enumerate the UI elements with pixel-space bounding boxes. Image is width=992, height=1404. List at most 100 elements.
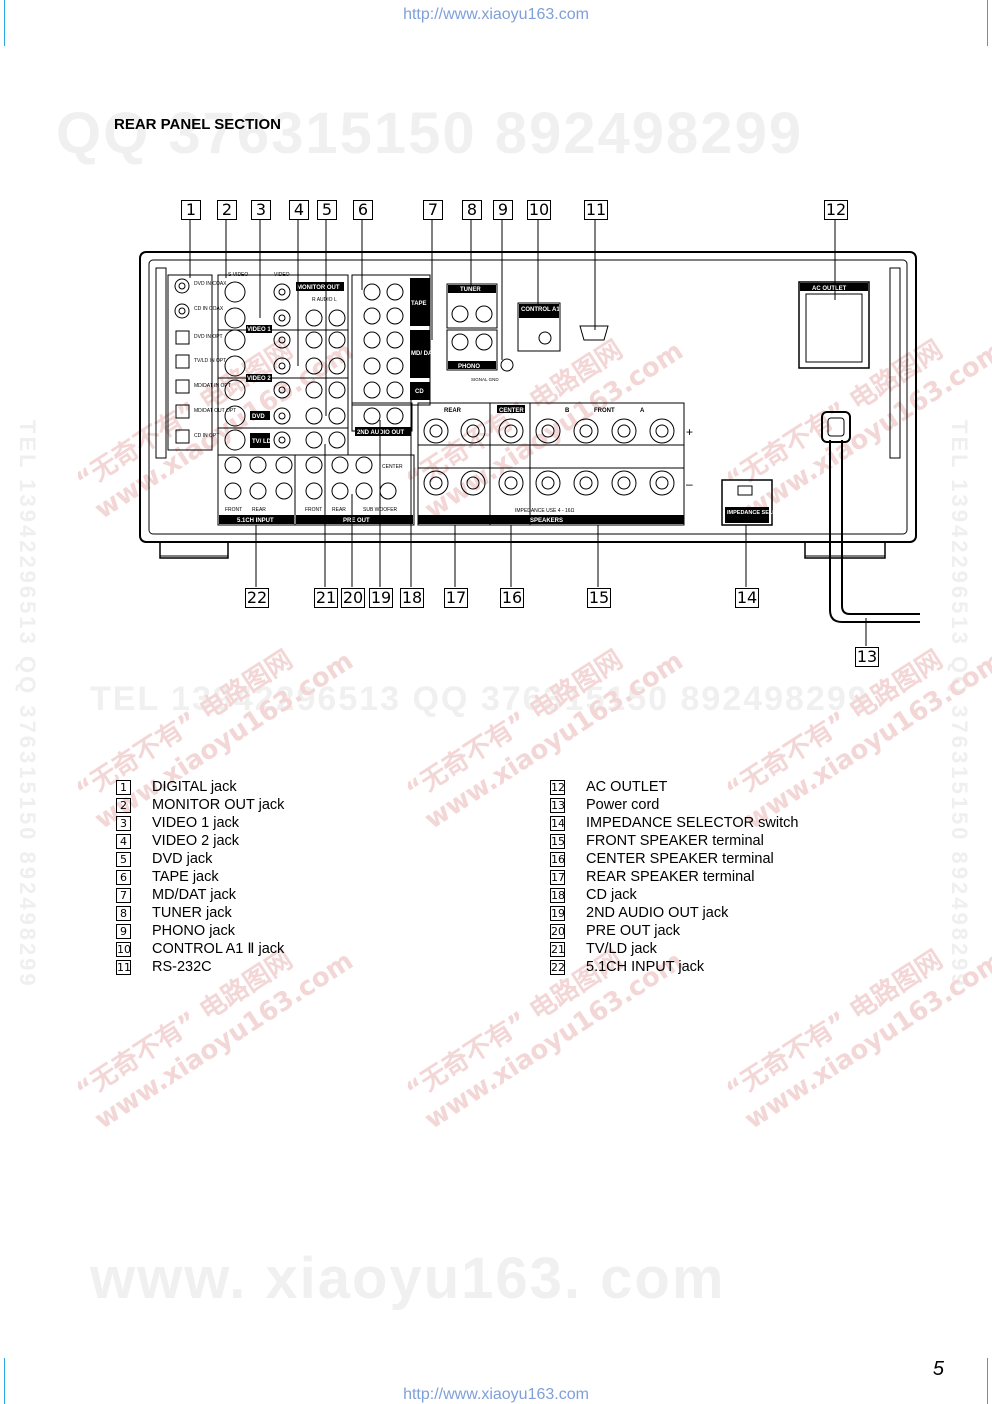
label-impedance-use: IMPEDANCE USE 4 - 16Ω xyxy=(515,508,575,514)
label-dvd-in-coax: DVD IN COAX xyxy=(194,281,227,287)
callout-7: 7 xyxy=(423,200,443,220)
crop-mark xyxy=(987,0,988,46)
label-center-out: CENTER xyxy=(382,464,403,470)
tuner-phono-jacks xyxy=(446,283,514,372)
crop-mark xyxy=(4,0,5,46)
callout-17: 17 xyxy=(444,588,468,608)
label-minus: – xyxy=(686,477,693,491)
label-rear-out: REAR xyxy=(332,507,346,513)
callout-12: 12 xyxy=(824,200,848,220)
label-pre-out: PRE OUT xyxy=(343,518,370,524)
label-cd-in-coax: CD IN COAX xyxy=(194,306,224,312)
watermark-side-right: TEL 13942296513 QQ 376315150 892498299 xyxy=(947,420,972,989)
rear-panel-diagram: DVD IN COAX CD IN COAX DVD IN OPT TV/LD … xyxy=(139,219,920,646)
callout-16: 16 xyxy=(500,588,524,608)
callout-2: 2 xyxy=(217,200,237,220)
label-plus: + xyxy=(686,425,693,439)
label-impedance-selector: IMPEDANCE SELECTOR xyxy=(727,510,791,516)
callout-13: 13 xyxy=(855,647,879,667)
label-video2: VIDEO 2 xyxy=(247,376,271,382)
power-cord xyxy=(821,411,920,623)
tape-md-cd-jacks xyxy=(351,274,431,432)
video-jacks xyxy=(217,274,349,456)
label-2nd-audio-out: 2ND AUDIO OUT xyxy=(357,430,404,436)
callout-21: 21 xyxy=(314,588,338,608)
leader-lines xyxy=(189,219,867,646)
watermark-top: QQ 376315150 892498299 xyxy=(56,101,804,166)
callout-8: 8 xyxy=(462,200,482,220)
callout-22: 22 xyxy=(245,588,269,608)
label-cd-in-opt: CD IN OPT xyxy=(194,433,219,439)
label-mddat-out-opt: MD/DAT OUT OPT xyxy=(194,408,236,414)
label-speakers: SPEAKERS xyxy=(530,518,563,524)
label-audio: R AUDIO L xyxy=(312,297,337,303)
callout-15: 15 xyxy=(587,588,611,608)
callout-6: 6 xyxy=(353,200,373,220)
ac-outlet xyxy=(798,281,870,369)
label-mddat-in-opt: MD/DAT IN OPT xyxy=(194,383,231,389)
label-ac-outlet: AC OUTLET xyxy=(812,286,847,292)
label-front: FRONT xyxy=(594,408,615,414)
chassis-outline xyxy=(139,251,917,559)
callout-4: 4 xyxy=(289,200,309,220)
label-center: CENTER xyxy=(499,408,524,414)
callout-18: 18 xyxy=(400,588,424,608)
label-dvd: DVD xyxy=(252,414,265,420)
control-a1-jack xyxy=(517,302,561,352)
label-rear: REAR xyxy=(444,408,462,414)
label-front-out: FRONT xyxy=(305,507,322,513)
callout-14: 14 xyxy=(735,588,759,608)
label-video: VIDEO xyxy=(274,272,290,278)
label-signal-gnd: SIGNAL GND xyxy=(471,377,499,382)
label-front-in: FRONT xyxy=(225,507,242,513)
label-control-a1: CONTROL A1 II xyxy=(521,307,565,313)
watermark-bottom: www. xiaoyu163. com xyxy=(90,1246,726,1311)
section-title: REAR PANEL SECTION xyxy=(114,116,281,133)
footer-url[interactable]: http://www.xiaoyu163.com xyxy=(403,1386,589,1403)
impedance-selector xyxy=(721,479,773,526)
label-rear-in: REAR xyxy=(252,507,266,513)
rs232c-port xyxy=(579,325,609,341)
callout-11: 11 xyxy=(584,200,608,220)
watermark-middle: TEL 13942296513 QQ 376315150 892498299 xyxy=(90,680,869,718)
speaker-terminals xyxy=(417,402,685,526)
crop-mark xyxy=(987,1358,988,1404)
callout-1: 1 xyxy=(181,200,201,220)
label-phono: PHONO xyxy=(458,364,480,370)
callout-19: 19 xyxy=(369,588,393,608)
label-tuner: TUNER xyxy=(460,287,481,293)
label-md-dat: MD/ DAT xyxy=(411,351,436,357)
label-dvd-in-opt: DVD IN OPT xyxy=(194,334,223,340)
label-video1: VIDEO 1 xyxy=(247,327,271,333)
label-tvld-in-opt: TV/LD IN OPT xyxy=(194,358,226,364)
callout-5: 5 xyxy=(317,200,337,220)
header-url[interactable]: http://www.xiaoyu163.com xyxy=(403,6,589,23)
label-cd: CD xyxy=(415,389,424,395)
label-a: A xyxy=(640,408,645,414)
label-monitor-out: MONITOR OUT xyxy=(297,285,340,291)
label-tvld: TV/ LD xyxy=(252,439,272,445)
label-s-video: S VIDEO xyxy=(228,272,248,278)
callout-20: 20 xyxy=(341,588,365,608)
callout-3: 3 xyxy=(251,200,271,220)
